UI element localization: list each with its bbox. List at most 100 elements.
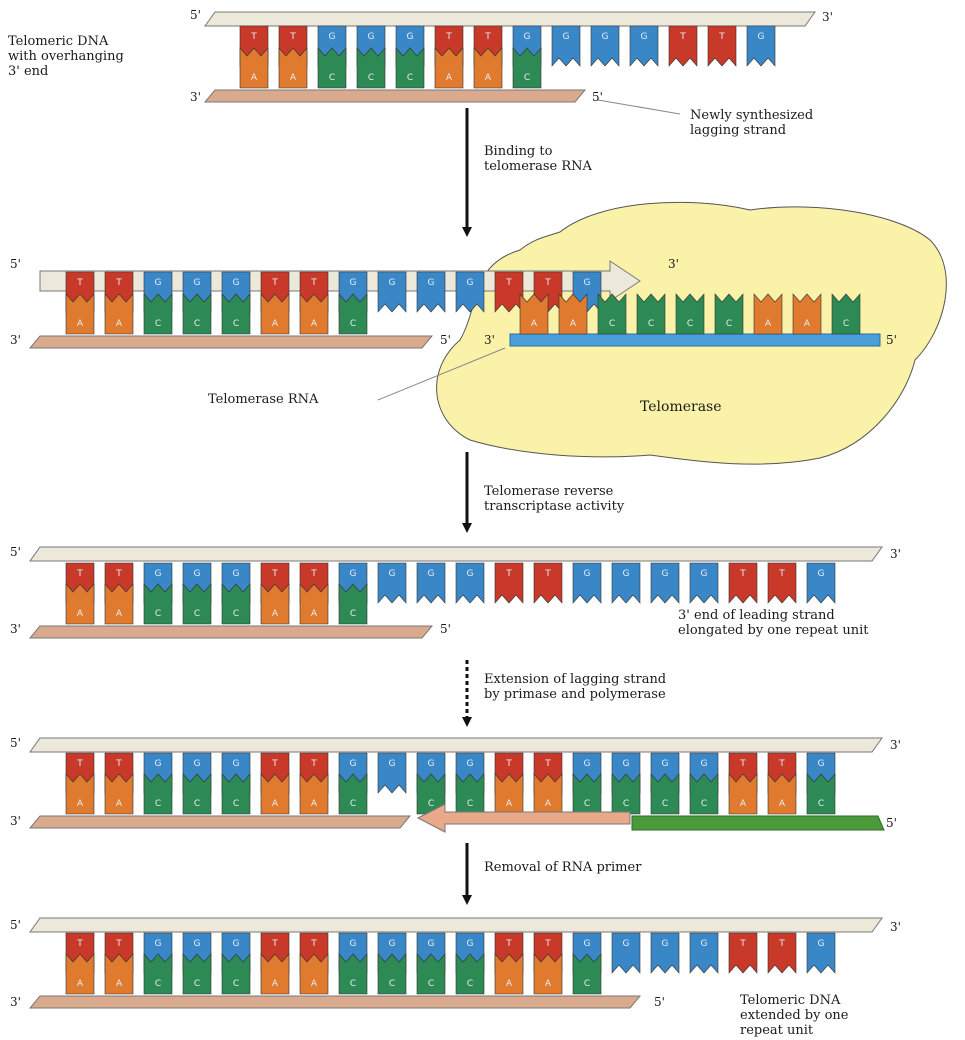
svg-text:C: C — [350, 319, 356, 329]
p3-bottom-base-3: C — [182, 583, 212, 625]
p3-bottom-base-6: A — [299, 583, 329, 625]
svg-text:A: A — [290, 73, 297, 83]
svg-text:G: G — [623, 569, 630, 579]
label-telomeric-extended: Telomeric DNA extended by one repeat uni… — [740, 993, 849, 1038]
svg-text:T: T — [115, 278, 122, 288]
svg-text:G: G — [155, 278, 162, 288]
p5-top-base-17: T — [728, 932, 758, 974]
p1-top-base-10: G — [629, 25, 659, 67]
p2-bottom-base-3: C — [182, 293, 212, 335]
svg-text:A: A — [506, 799, 513, 809]
svg-text:T: T — [739, 939, 746, 949]
svg-text:G: G — [389, 278, 396, 288]
svg-text:G: G — [662, 569, 669, 579]
svg-text:G: G — [467, 759, 474, 769]
p4-bottom-base-3: C — [182, 773, 212, 815]
svg-text:A: A — [311, 319, 318, 329]
svg-text:C: C — [155, 799, 161, 809]
svg-text:A: A — [545, 799, 552, 809]
svg-text:T: T — [115, 759, 122, 769]
panel2-rna-3: 3' — [484, 333, 495, 347]
svg-text:G: G — [428, 569, 435, 579]
p3-top-base-17: T — [728, 562, 758, 604]
p5-bottom-base-3: C — [182, 953, 212, 995]
label-telomeric-dna-overhang: Telomeric DNA with overhanging 3' end — [8, 34, 124, 79]
svg-text:T: T — [718, 32, 725, 42]
p2-bottom-base-7: C — [338, 293, 368, 335]
p3-bottom-strand — [28, 625, 434, 639]
svg-text:T: T — [310, 569, 317, 579]
new-lagging-strand — [631, 815, 885, 831]
p1-bottom-base-0: A — [239, 47, 269, 89]
svg-text:C: C — [350, 609, 356, 619]
p5-bottom-base-11: A — [494, 953, 524, 995]
panel1-top-3: 3' — [822, 10, 833, 24]
prna-bottom-base-7: A — [792, 293, 822, 335]
prna-bottom-base-2: C — [597, 293, 627, 335]
p5-bottom-base-10: C — [455, 953, 485, 995]
svg-text:C: C — [194, 979, 200, 989]
label-newly-synthesized-lagging: Newly synthesized lagging strand — [690, 108, 814, 138]
svg-text:T: T — [289, 32, 296, 42]
svg-text:G: G — [602, 32, 609, 42]
p5-bottom-base-2: C — [143, 953, 173, 995]
leader-line-lagging — [597, 99, 681, 115]
svg-text:A: A — [531, 319, 538, 329]
panel1-bot-3: 3' — [190, 90, 201, 104]
svg-text:T: T — [310, 278, 317, 288]
svg-text:G: G — [467, 939, 474, 949]
p1-bottom-base-2: C — [317, 47, 347, 89]
svg-text:A: A — [77, 319, 84, 329]
p3-top-base-19: G — [806, 562, 836, 604]
svg-text:C: C — [194, 319, 200, 329]
p4-bottom-base-18: A — [767, 773, 797, 815]
p3-top-base-16: G — [689, 562, 719, 604]
svg-text:T: T — [271, 759, 278, 769]
p4-bottom-base-12: A — [533, 773, 563, 815]
label-step-lagging-extension: Extension of lagging strand by primase a… — [484, 672, 667, 702]
svg-text:C: C — [843, 319, 849, 329]
svg-text:C: C — [155, 979, 161, 989]
prna-bottom-base-3: C — [636, 293, 666, 335]
svg-text:C: C — [155, 609, 161, 619]
svg-text:G: G — [623, 759, 630, 769]
svg-text:A: A — [116, 979, 123, 989]
p5-top-strand — [29, 917, 883, 933]
prna-bottom-base-4: C — [675, 293, 705, 335]
prna-bottom-base-1: A — [558, 293, 588, 335]
svg-text:T: T — [778, 569, 785, 579]
svg-text:G: G — [407, 32, 414, 42]
svg-text:C: C — [584, 799, 590, 809]
svg-text:A: A — [779, 799, 786, 809]
svg-text:T: T — [505, 278, 512, 288]
svg-text:C: C — [368, 73, 374, 83]
svg-text:G: G — [155, 569, 162, 579]
p5-bottom-base-12: A — [533, 953, 563, 995]
svg-text:C: C — [233, 609, 239, 619]
svg-text:T: T — [739, 759, 746, 769]
svg-text:A: A — [311, 799, 318, 809]
p1-bottom-base-6: A — [473, 47, 503, 89]
p4-bottom-base-2: C — [143, 773, 173, 815]
svg-text:C: C — [726, 319, 732, 329]
p2-bottom-base-1: A — [104, 293, 134, 335]
svg-text:T: T — [271, 939, 278, 949]
panel2-top-3: 3' — [668, 257, 679, 271]
panel5-bot-5: 5' — [654, 995, 665, 1009]
svg-text:T: T — [76, 939, 83, 949]
svg-text:A: A — [311, 609, 318, 619]
svg-text:A: A — [77, 799, 84, 809]
p2-bottom-strand — [28, 335, 434, 349]
label-leading-elongated: 3' end of leading strand elongated by on… — [678, 608, 869, 638]
p4-bottom-base-0: A — [65, 773, 95, 815]
svg-text:T: T — [115, 569, 122, 579]
svg-text:G: G — [623, 939, 630, 949]
svg-text:A: A — [116, 319, 123, 329]
svg-text:A: A — [77, 609, 84, 619]
svg-text:A: A — [506, 979, 513, 989]
p4-bottom-base-4: C — [221, 773, 251, 815]
panel4-bot-3: 3' — [10, 814, 21, 828]
p4-bottom-base-13: C — [572, 773, 602, 815]
svg-text:T: T — [250, 32, 257, 42]
